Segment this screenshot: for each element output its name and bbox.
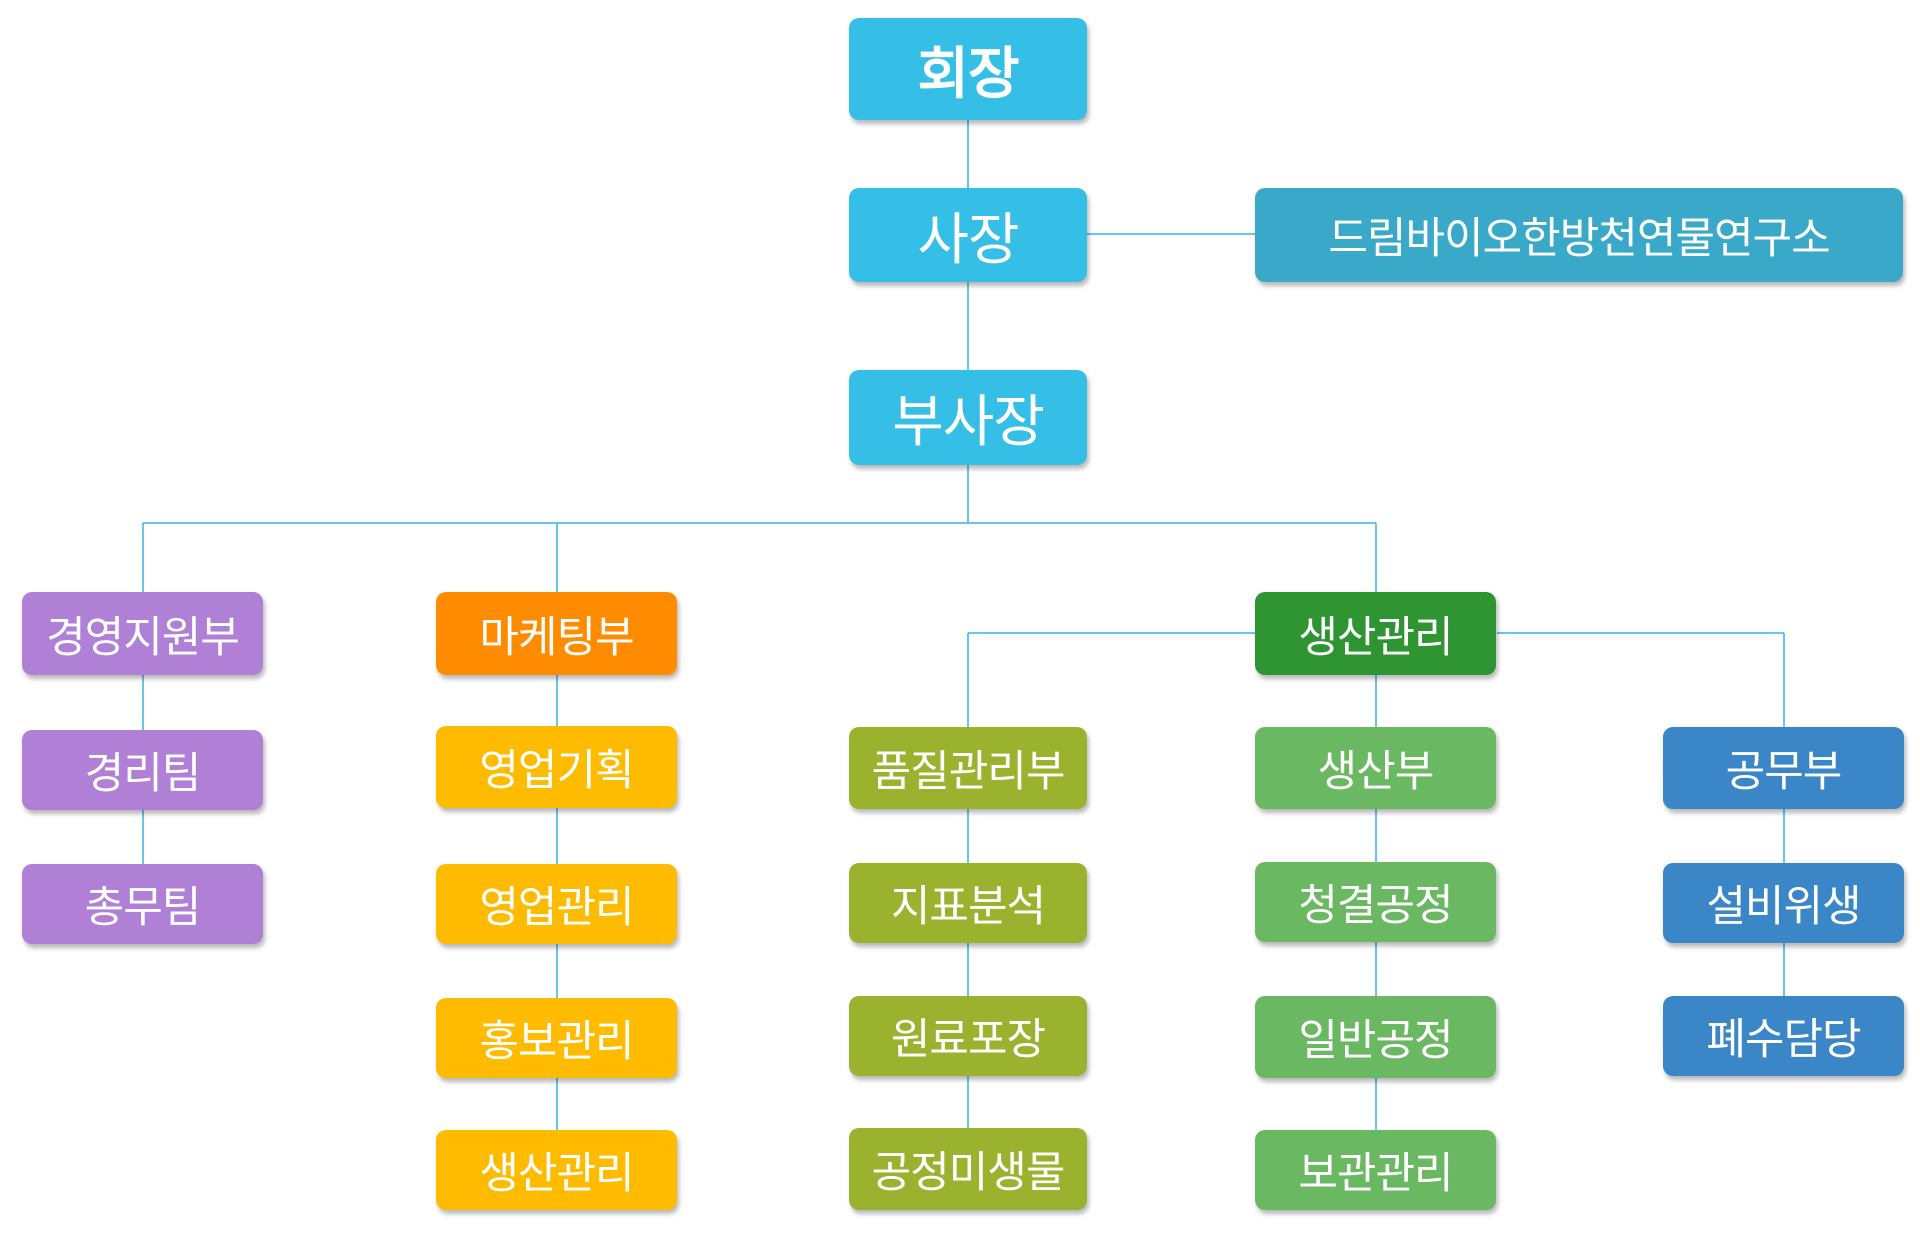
node-team-sales-management: 영업관리 (436, 864, 677, 944)
node-chairman: 회장 (849, 18, 1087, 120)
node-team-indicator-analysis: 지표분석 (849, 863, 1087, 943)
node-production: 생산부 (1255, 727, 1496, 809)
node-team-pr-management: 홍보관리 (436, 998, 677, 1078)
node-team-general-affairs: 총무팀 (22, 864, 263, 944)
node-team-process-microbiology: 공정미생물 (849, 1128, 1087, 1210)
node-team-raw-material-packaging: 원료포장 (849, 996, 1087, 1076)
node-team-storage-management: 보관관리 (1255, 1130, 1496, 1210)
node-vice-president: 부사장 (849, 370, 1087, 465)
node-production-management: 생산관리 (1255, 592, 1496, 675)
node-marketing: 마케팅부 (436, 592, 677, 675)
node-management-support: 경영지원부 (22, 592, 263, 675)
node-quality-control: 품질관리부 (849, 727, 1087, 809)
node-team-general-process: 일반공정 (1255, 996, 1496, 1078)
node-team-accounting: 경리팀 (22, 730, 263, 810)
node-team-facility-hygiene: 설비위생 (1663, 863, 1904, 943)
node-team-production-control: 생산관리 (436, 1130, 677, 1210)
node-research-institute: 드림바이오한방천연물연구소 (1255, 188, 1903, 282)
node-team-sales-planning: 영업기획 (436, 726, 677, 808)
node-team-clean-process: 청결공정 (1255, 862, 1496, 942)
node-engineering: 공무부 (1663, 727, 1904, 809)
node-president: 사장 (849, 188, 1087, 282)
node-team-wastewater: 폐수담당 (1663, 996, 1904, 1076)
